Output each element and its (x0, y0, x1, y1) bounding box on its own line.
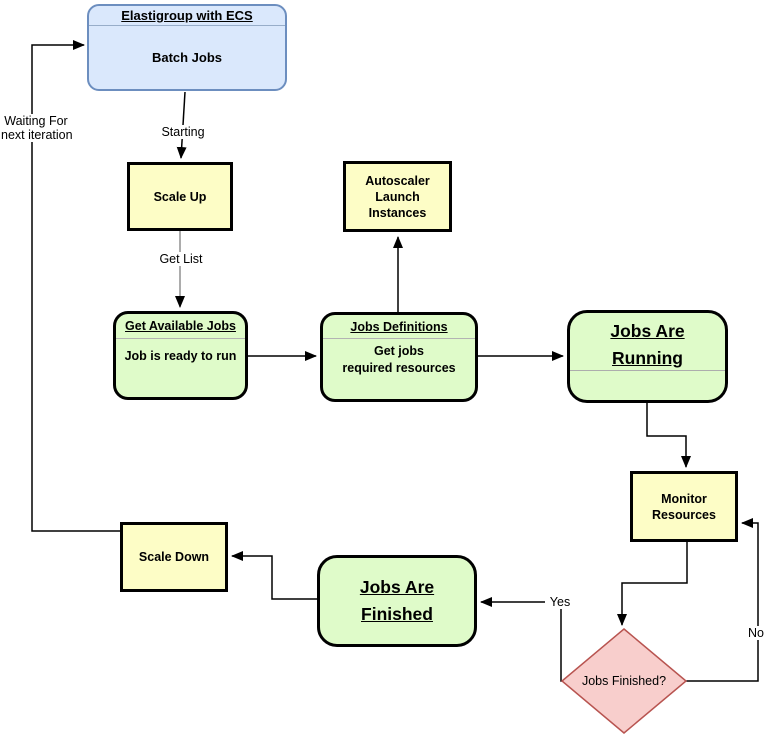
edge-decision-no-to-monitor (686, 518, 759, 682)
node-body-text: Job is ready to run (124, 349, 237, 363)
edge-label-text: Yes (549, 595, 571, 609)
edge-label-line: Waiting For (4, 114, 68, 128)
node-label-line: Instances (368, 205, 427, 220)
node-title-block: Jobs Are Running (570, 313, 725, 370)
edge-label-no: No (743, 626, 766, 640)
edge-label-line: next iteration (1, 128, 73, 142)
node-title-line: Jobs Are (610, 321, 685, 341)
node-header: Jobs Definitions (323, 315, 475, 339)
edge-scale-down-to-elastigroup (31, 40, 120, 532)
decision-jobs-finished[interactable] (560, 628, 688, 734)
node-title-line: Finished (361, 604, 433, 624)
node-body-text: Batch Jobs (151, 50, 223, 65)
node-title-line: Running (612, 348, 683, 368)
edge-label-text: Get List (159, 252, 203, 266)
node-title: Get Available Jobs (125, 319, 236, 333)
node-body-line: required resources (342, 361, 456, 375)
node-scale-down[interactable]: Scale Down (120, 522, 228, 592)
node-label-line: Resources (652, 507, 716, 522)
node-autoscaler-launch-instances[interactable]: Autoscaler Launch Instances (343, 161, 452, 232)
node-body-line: Get jobs (373, 344, 424, 358)
edge-monitor-to-decision (617, 542, 688, 626)
edge-label-get-list: Get List (151, 252, 211, 266)
edge-label-starting: Starting (156, 125, 210, 139)
node-label-line: Autoscaler (365, 173, 430, 188)
node-title-block: Jobs Are Finished (360, 574, 434, 628)
node-jobs-are-finished[interactable]: Jobs Are Finished (317, 555, 477, 647)
decision-label: Jobs Finished? (570, 674, 678, 688)
section-divider (570, 370, 725, 371)
node-jobs-are-running[interactable]: Jobs Are Running (567, 310, 728, 403)
node-header: Get Available Jobs (116, 314, 245, 339)
node-label: Scale Up (153, 189, 207, 204)
node-header: Elastigroup with ECS (89, 6, 285, 26)
edge-label-waiting-for-next-iteration: Waiting For next iteration (0, 114, 73, 142)
node-title-line: Jobs Are (359, 577, 435, 597)
edge-jobs-are-finished-to-scale-down (231, 551, 317, 600)
node-title: Elastigroup with ECS (121, 8, 253, 23)
edge-jobs-are-running-to-monitor (646, 403, 691, 468)
decision-label-text: Jobs Finished? (581, 674, 667, 688)
edge-label-yes: Yes (545, 595, 575, 609)
node-label-line: Monitor (661, 491, 707, 506)
node-monitor-resources[interactable]: Monitor Resources (630, 471, 738, 542)
node-label-line: Launch (375, 189, 420, 204)
node-get-available-jobs[interactable]: Get Available Jobs Job is ready to run (113, 311, 248, 400)
node-label: Scale Down (138, 550, 210, 564)
node-elastigroup-batch-jobs[interactable]: Elastigroup with ECS Batch Jobs (87, 4, 287, 91)
node-title: Jobs Definitions (350, 319, 448, 334)
node-jobs-definitions[interactable]: Jobs Definitions Get jobs required resou… (320, 312, 478, 402)
edge-label-text: No (748, 626, 764, 640)
edge-label-text: Starting (161, 125, 205, 139)
node-scale-up[interactable]: Scale Up (127, 162, 233, 231)
edge-decision-yes-to-jobs-are-finished (480, 597, 562, 682)
